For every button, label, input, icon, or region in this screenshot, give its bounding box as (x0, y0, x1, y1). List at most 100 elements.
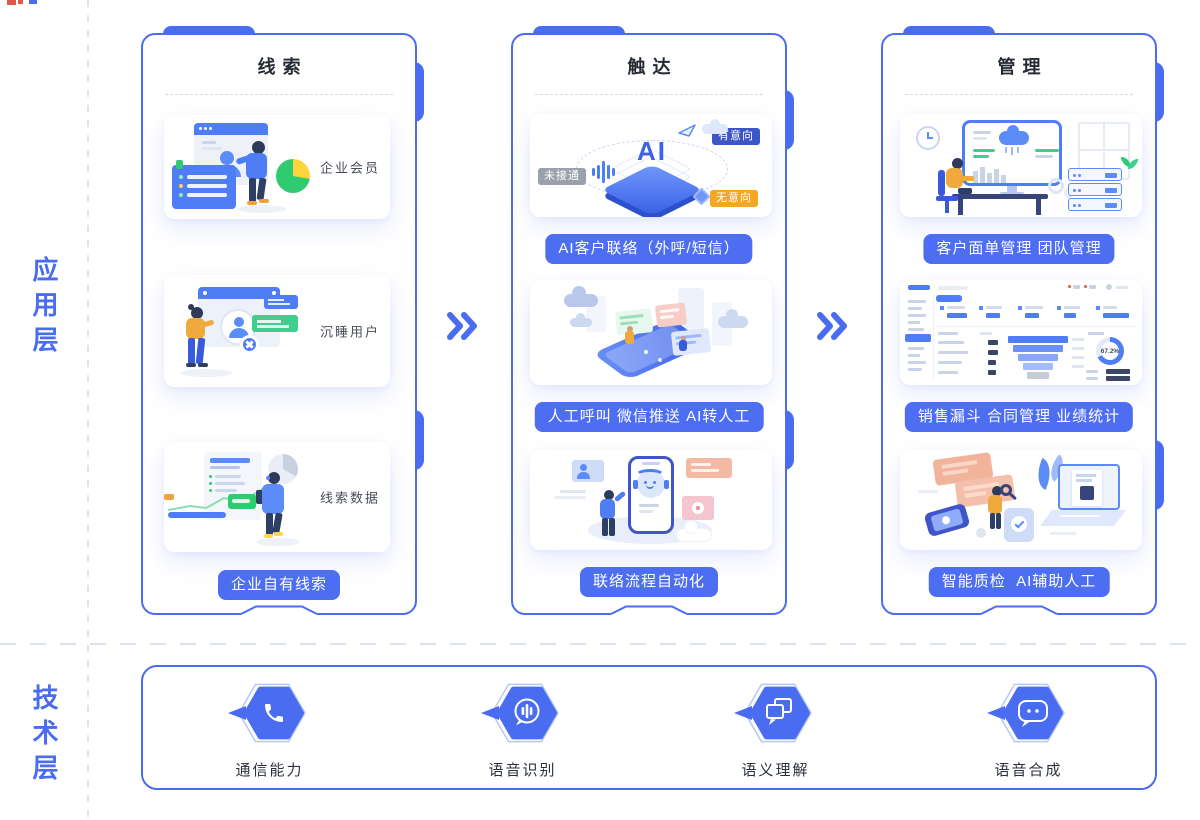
illustration-manual-follow-up (530, 280, 772, 385)
chat-bubble (252, 315, 298, 332)
panel-bottom-notch (610, 605, 688, 615)
clipped-edge-artifact (29, 0, 37, 4)
laptop-keyboard (1040, 510, 1126, 526)
person-figure (992, 486, 1002, 496)
person-figure (604, 490, 614, 500)
layer-divider-horizontal (0, 643, 1200, 645)
robot-phone (628, 456, 674, 534)
title-separator (535, 94, 763, 95)
donut-value: 67.2% (1100, 348, 1120, 355)
stat-item (979, 306, 983, 310)
capability-communication: 通信能力 (143, 667, 396, 788)
card-enterprise-members: 企业会员 (164, 115, 390, 219)
double-chevron-right-icon (447, 312, 477, 340)
person-figure (252, 141, 265, 154)
person-figure (627, 326, 633, 332)
chat-screen (614, 308, 654, 336)
check-badge-icon (1004, 508, 1034, 542)
stat-item (940, 306, 944, 310)
stat-item (1057, 306, 1061, 310)
close-circle-icon (240, 335, 259, 354)
card-team-management (900, 114, 1142, 217)
application-layer-label: 应用层 (29, 256, 59, 361)
card-label: 企业会员 (319, 160, 380, 176)
donut-chart: 67.2% (1096, 337, 1124, 365)
illustration-enterprise-members (164, 115, 312, 219)
capability-semantic-understanding: 语义理解 (649, 667, 902, 788)
call-card (682, 496, 714, 520)
panel-reach: 触达 AI 未接通 有意向 无意向 (511, 33, 787, 615)
voice-recognition-icon (480, 683, 559, 743)
pie-chart (276, 159, 310, 193)
person-figure (681, 336, 686, 341)
ai-mark: AI (637, 136, 667, 166)
panel-management: 管理 (881, 33, 1157, 615)
double-chevron-right-icon (817, 312, 847, 340)
card-sales-dashboard: 67.2% (900, 280, 1142, 385)
panel-leads: 线索 (141, 33, 417, 615)
capability-label: 语音合成 (994, 762, 1063, 779)
voice-wave-icon (592, 168, 595, 176)
person-figure (191, 307, 203, 319)
clipped-edge-artifact (18, 0, 23, 4)
clipped-edge-artifact (7, 0, 16, 5)
office-chair (938, 170, 945, 196)
card-ai-contact: AI 未接通 有意向 无意向 (530, 114, 772, 217)
label-pill-own-leads: 企业自有线索 (217, 570, 341, 600)
illustration-quality-inspection (900, 450, 1142, 550)
label-pill-sales-funnel: 销售漏斗 合同管理 业绩统计 (904, 402, 1134, 432)
note-card (686, 458, 732, 478)
panel-bottom-notch (240, 605, 318, 615)
card-label: 沉睡用户 (319, 324, 380, 340)
monitor-screen (962, 120, 1062, 186)
user-silhouette (220, 151, 234, 165)
illustration-ai-contact: AI 未接通 有意向 无意向 (530, 114, 772, 217)
panel-bottom-notch (980, 605, 1058, 615)
illustration-leads-data (164, 442, 312, 552)
server-rack (1068, 168, 1122, 181)
label-pill-automation: 联络流程自动化 (579, 567, 719, 597)
semantic-understanding-icon (733, 683, 812, 743)
card-dormant-users: 沉睡用户 (164, 275, 390, 387)
illustration-automation (530, 450, 772, 550)
capability-speech-recognition: 语音识别 (396, 667, 649, 788)
chat-bubble (264, 295, 298, 309)
title-separator (905, 94, 1133, 95)
cloud-download-icon (999, 131, 1029, 145)
label-pill-manual-call: 人工呼叫 微信推送 AI转人工 (534, 402, 764, 432)
sales-funnel (1008, 336, 1068, 343)
phone-device (923, 502, 971, 538)
phone-handset-icon (227, 683, 306, 743)
panel-title-reach: 触达 (627, 57, 678, 77)
alert-screen (654, 302, 688, 328)
notification-dot (1068, 285, 1071, 288)
stat-item (1096, 306, 1100, 310)
person-figure (952, 158, 963, 169)
stat-item (1018, 306, 1022, 310)
cloud-icon (702, 124, 728, 134)
laptop-screen (1058, 464, 1120, 510)
capability-label: 语音识别 (488, 762, 557, 779)
capability-label: 通信能力 (235, 762, 304, 779)
label-pill-ai-contact: AI客户联络（外呼/短信） (545, 234, 753, 264)
sidebar-active-item (905, 334, 931, 342)
label-pill-team-management: 客户面单管理 团队管理 (923, 234, 1115, 264)
avatar (1106, 284, 1112, 290)
app-logo (908, 285, 930, 290)
panel-title-management: 管理 (997, 57, 1048, 77)
illustration-team-management (900, 114, 1142, 217)
person-figure (268, 472, 280, 484)
badge-uninterested: 无意向 (710, 190, 758, 207)
gear-icon (1048, 178, 1064, 194)
active-tab-pill (936, 295, 962, 302)
technology-layer-label: 技术层 (29, 684, 59, 789)
desk (952, 194, 1048, 199)
technology-capability-band: 通信能力 语音识别 语义 (141, 665, 1157, 790)
card-manual-follow-up (530, 280, 772, 385)
card-label: 线索数据 (319, 490, 380, 506)
speech-synthesis-icon (986, 683, 1065, 743)
capability-speech-synthesis: 语音合成 (902, 667, 1155, 788)
sidebar-menu (908, 300, 926, 303)
layer-divider-vertical (87, 0, 89, 820)
